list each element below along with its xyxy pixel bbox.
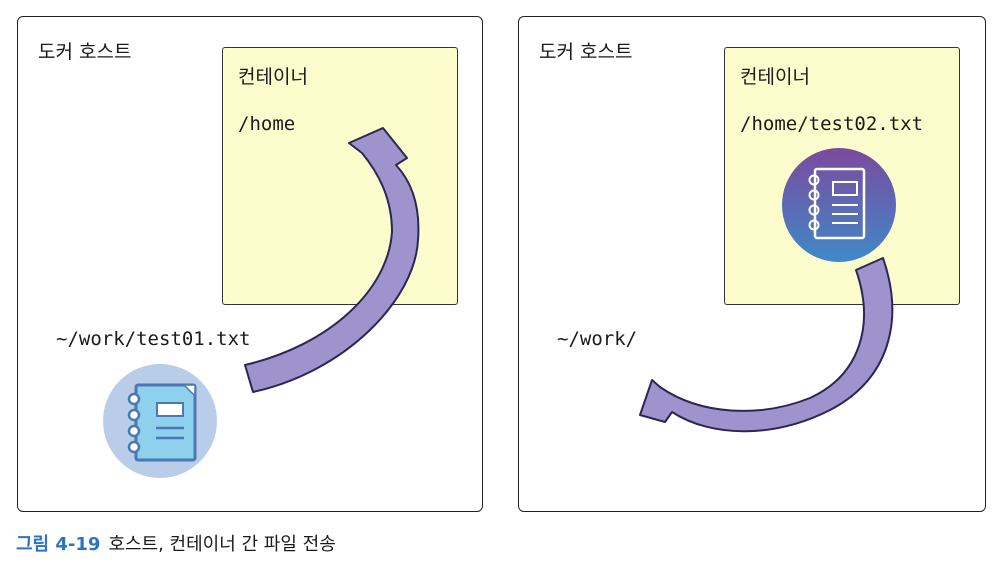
figure-label: 그림 4-19 [16, 534, 101, 555]
figure-caption: 그림 4-19 호스트, 컨테이너 간 파일 전송 [16, 530, 336, 556]
figure-caption-text: 호스트, 컨테이너 간 파일 전송 [108, 534, 336, 555]
container-title-left: 컨테이너 [238, 66, 308, 88]
container-path-right: /home/test02.txt [740, 113, 924, 135]
curved-arrow-icon-left [244, 127, 420, 393]
host-path-left: ~/work/test01.txt [56, 328, 251, 350]
curved-arrow-icon-right [639, 257, 894, 433]
container-title-right: 컨테이너 [740, 66, 810, 88]
container-box-left: 컨테이너 /home [222, 47, 458, 305]
host-title-left: 도커 호스트 [38, 41, 132, 63]
container-path-left: /home [238, 113, 296, 135]
notebook-icon-left [103, 364, 217, 478]
host-path-right: ~/work/ [557, 328, 638, 350]
notebook-icon-right [782, 148, 896, 262]
host-title-right: 도커 호스트 [539, 41, 633, 63]
